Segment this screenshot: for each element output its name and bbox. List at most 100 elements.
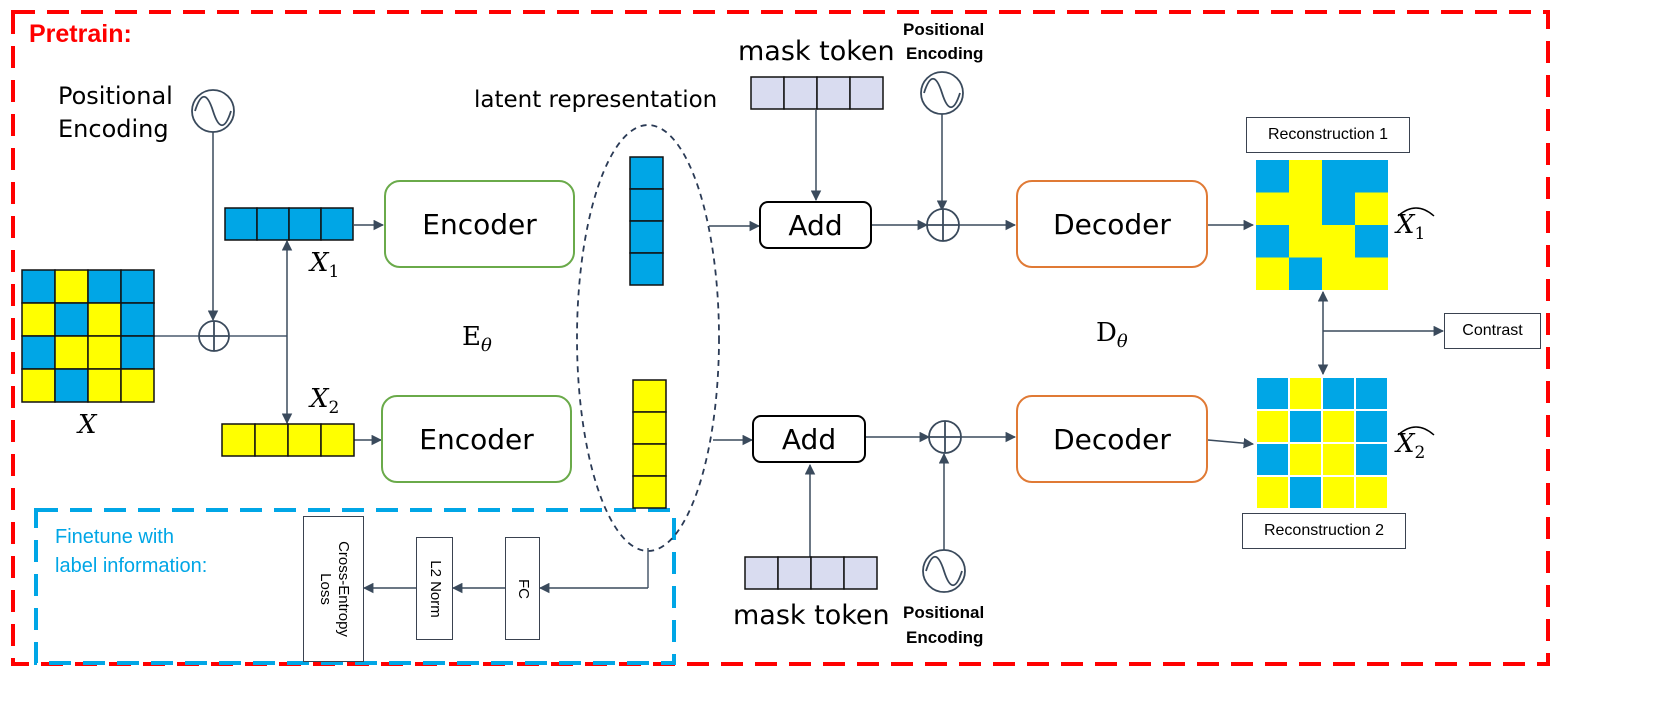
latent-top-token-cell: [629, 252, 664, 286]
pe-left-label-line1: Positional: [58, 82, 173, 110]
mask-token-bottom-cell-cell: [744, 556, 779, 590]
reconstruction-1-grid-cell: [1256, 225, 1289, 258]
cross-entropy-label: Cross-Entropy Loss: [316, 541, 352, 637]
finetune-frame: [34, 508, 676, 665]
x1-hat-label: X1: [1396, 207, 1435, 245]
decoder-param-label: Dθ: [1096, 318, 1128, 352]
cross-entropy-line2: Loss: [316, 573, 334, 605]
latent-top-token-cell: [629, 156, 664, 190]
reconstruction-2-grid-cell: [1255, 442, 1290, 477]
x1-hat-sub: 1: [1414, 224, 1426, 245]
add-bottom-box: Add: [752, 415, 866, 463]
reconstruction-1-grid-cell: [1289, 225, 1322, 258]
latent-bottom-token-cell: [632, 475, 667, 509]
reconstruction-2-grid-cell: [1354, 376, 1389, 411]
finetune-label-line2: label information:: [55, 555, 208, 577]
mask-token-bottom-cell-cell: [810, 556, 845, 590]
decoder-bottom-box: Decoder: [1016, 395, 1208, 483]
pe-bottom-label-line2: Encoding: [906, 628, 984, 647]
reconstruction-1-grid-cell: [1322, 225, 1355, 258]
x2-token-cell: [320, 423, 355, 457]
cross-entropy-box: Cross-Entropy Loss: [303, 516, 364, 662]
input-x-grid-cell: [87, 302, 122, 337]
input-x-grid-cell: [120, 302, 155, 337]
x2-token-cell: [254, 423, 289, 457]
reconstruction-2-grid-cell: [1354, 442, 1389, 477]
plus-circle-icon: [926, 208, 960, 242]
reconstruction-1-grid-cell: [1289, 192, 1322, 225]
reconstruction-1-grid-cell: [1256, 192, 1289, 225]
sine-wave-icon: [922, 549, 966, 593]
input-x-grid-cell: [54, 368, 89, 403]
input-x-grid-cell: [21, 368, 56, 403]
pe-bottom-label-line1: Positional: [903, 603, 985, 622]
reconstruction-1-box: Reconstruction 1: [1246, 117, 1410, 153]
latent-top-token-cell: [629, 188, 664, 222]
mask-token-top-cell-cell: [783, 76, 818, 110]
reconstruction-1-grid-cell: [1256, 160, 1289, 193]
reconstruction-1-grid-cell: [1289, 160, 1322, 193]
latent-bottom-token-cell: [632, 379, 667, 413]
input-x-grid-cell: [120, 335, 155, 370]
x1-token-cell: [320, 207, 354, 241]
input-x-grid-cell: [54, 302, 89, 337]
pe-left-label-line2: Encoding: [58, 115, 169, 143]
reconstruction-2-grid-cell: [1288, 409, 1323, 444]
plus-circle-icon: [198, 320, 230, 352]
reconstruction-2-grid-cell: [1255, 376, 1290, 411]
finetune-label-line1: Finetune with: [55, 526, 174, 548]
x1-label: X1: [310, 248, 339, 282]
x2-hat-label: X2: [1396, 426, 1435, 464]
decoder-top-box: Decoder: [1016, 180, 1208, 268]
encoder-param-label: Eθ: [462, 322, 492, 356]
latent-top-token-cell: [629, 220, 664, 254]
latent-bottom-token-cell: [632, 411, 667, 445]
input-x-grid-cell: [21, 302, 56, 337]
reconstruction-1-grid-cell: [1322, 192, 1355, 225]
fc-box: FC: [505, 537, 540, 640]
x2-hat-sub: 2: [1414, 443, 1426, 464]
mask-token-bottom-cell-cell: [843, 556, 878, 590]
latent-representation-label: latent representation: [474, 87, 718, 113]
reconstruction-2-grid-cell: [1321, 409, 1356, 444]
input-x-grid-cell: [87, 269, 122, 304]
encoder-bottom-box: Encoder: [381, 395, 572, 483]
sine-wave-icon: [920, 71, 964, 115]
input-x-grid-cell: [21, 269, 56, 304]
input-x-grid-cell: [120, 368, 155, 403]
x1-hat-main: X: [1396, 210, 1415, 240]
x2-token-cell: [221, 423, 256, 457]
input-x-grid-cell: [54, 269, 89, 304]
reconstruction-2-grid-cell: [1255, 475, 1290, 510]
mask-token-top-label: mask token: [738, 36, 895, 67]
fc-label: FC: [514, 578, 532, 599]
x2-label: X2: [310, 384, 339, 418]
reconstruction-1-grid-cell: [1289, 257, 1322, 290]
mask-token-top-cell-cell: [849, 76, 884, 110]
reconstruction-1-grid-cell: [1355, 257, 1388, 290]
x2-label-main: X: [310, 384, 329, 414]
mask-token-top-cell-cell: [750, 76, 785, 110]
reconstruction-2-grid-cell: [1321, 475, 1356, 510]
sine-wave-icon: [191, 89, 235, 133]
hat-icon: [1397, 426, 1435, 436]
latent-ellipse: [576, 124, 720, 552]
mask-token-bottom-label: mask token: [733, 600, 890, 631]
pretrain-frame: [11, 10, 1550, 666]
reconstruction-1-grid-cell: [1322, 257, 1355, 290]
reconstruction-1-grid-cell: [1355, 225, 1388, 258]
pretrain-label: Pretrain:: [29, 20, 132, 48]
reconstruction-2-grid-cell: [1321, 376, 1356, 411]
plus-circle-icon: [928, 420, 962, 454]
reconstruction-2-grid-cell: [1288, 376, 1323, 411]
input-x-grid-cell: [54, 335, 89, 370]
reconstruction-1-grid-cell: [1256, 257, 1289, 290]
reconstruction-2-grid-cell: [1288, 442, 1323, 477]
decoder-param-sub: θ: [1116, 331, 1128, 353]
pe-top-label-line1: Positional: [903, 20, 985, 39]
x2-hat-main: X: [1396, 429, 1415, 459]
reconstruction-2-grid-cell: [1255, 409, 1290, 444]
add-top-box: Add: [759, 201, 872, 249]
